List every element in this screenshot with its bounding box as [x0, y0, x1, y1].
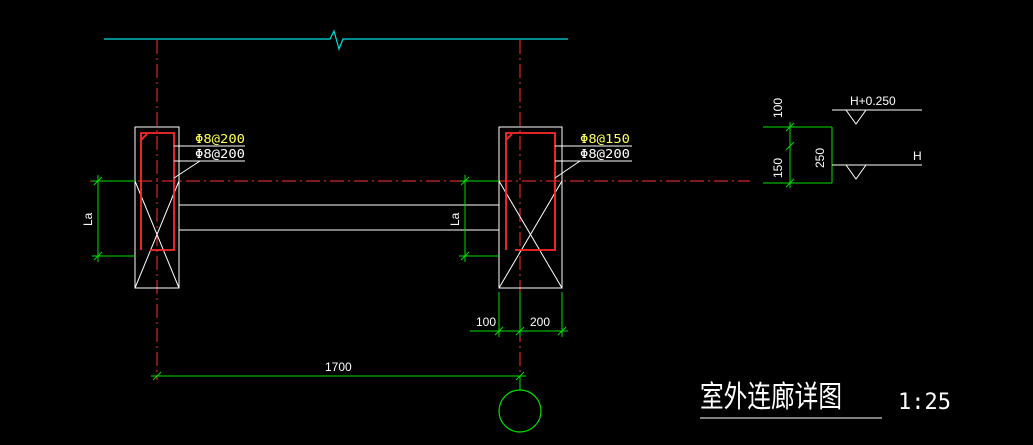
level-bottom-label: H — [913, 149, 922, 163]
section-elevation — [832, 109, 922, 180]
dim-span: 1700 — [325, 360, 352, 374]
right-column-cross-2 — [498, 180, 563, 289]
axis-lines — [90, 40, 750, 380]
section-dim-upper: 100 — [771, 98, 785, 118]
right-rebar-label-top: Φ8@150 — [580, 132, 630, 146]
drawing-scale: 1:25 — [898, 390, 951, 415]
left-column-stirrup — [140, 132, 175, 250]
dimension-lines — [92, 122, 833, 381]
left-column-hook — [140, 133, 148, 141]
right-beam-bar — [515, 178, 556, 251]
concrete-outline — [134, 126, 563, 289]
right-la-label: La — [448, 212, 462, 226]
drawing-title: 室外连廊详图 — [700, 380, 842, 415]
axis-bubble — [498, 389, 542, 433]
left-column-cross-2 — [134, 180, 180, 289]
left-rebar-label-bottom: Φ8@200 — [195, 147, 245, 161]
right-column-stirrup — [505, 132, 556, 250]
dim-offset-left: 100 — [476, 315, 496, 329]
left-beam-bar — [150, 178, 175, 251]
level-top-label: H+0.250 — [850, 94, 896, 108]
leader-lines — [173, 145, 632, 179]
right-rebar-label-bottom: Φ8@200 — [580, 147, 630, 161]
break-line — [104, 29, 568, 51]
right-column-outline — [498, 126, 563, 289]
rebar — [140, 132, 556, 251]
left-column-outline — [134, 126, 180, 289]
left-la-label: La — [81, 212, 95, 226]
dim-column-width: 200 — [530, 315, 550, 329]
section-dim-lower: 150 — [771, 158, 785, 178]
section-dim-total: 250 — [813, 148, 827, 168]
left-rebar-label-top: Φ8@200 — [195, 132, 245, 146]
right-column-hook — [505, 133, 513, 141]
